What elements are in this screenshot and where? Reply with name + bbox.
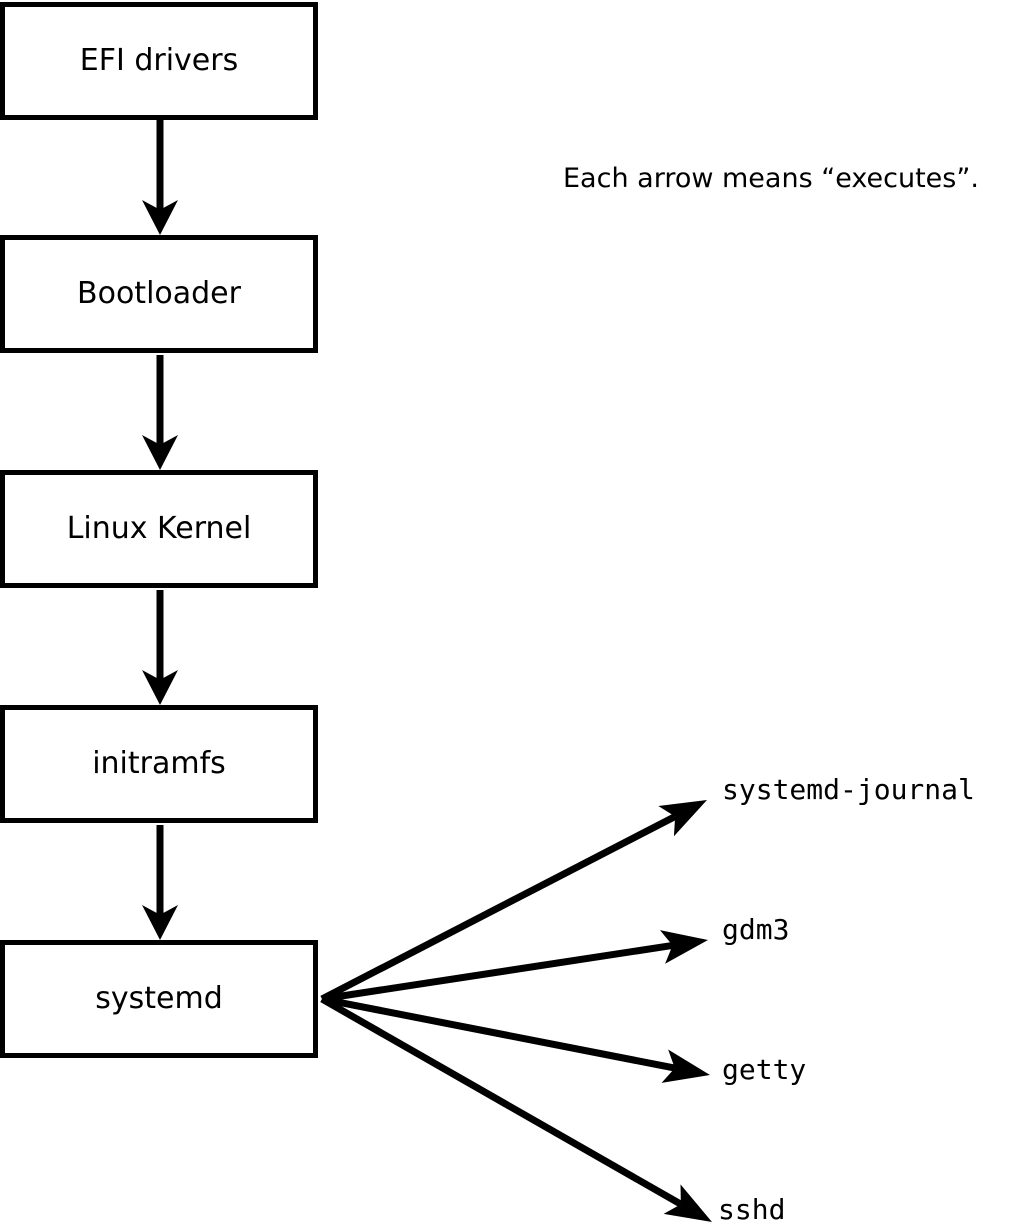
fan-arrow-head-getty — [661, 1049, 710, 1083]
stage-label-efi-drivers: EFI drivers — [79, 43, 239, 78]
chain-arrow-head-3 — [142, 905, 178, 940]
fan-arrow-head-systemd-journal — [658, 800, 707, 837]
service-label-getty: getty — [722, 1053, 807, 1086]
stage-box-linux-kernel: Linux Kernel — [0, 470, 318, 588]
fan-arrow-head-gdm3 — [659, 930, 708, 964]
fan-arrow-head-sshd — [663, 1184, 712, 1222]
stage-label-initramfs: initramfs — [92, 746, 226, 781]
stage-label-systemd: systemd — [95, 981, 223, 1016]
stage-box-bootloader: Bootloader — [0, 235, 318, 353]
legend-note: Each arrow means “executes”. — [563, 163, 979, 194]
fan-arrow-line-systemd-journal — [320, 813, 677, 1003]
fan-arrow-line-sshd — [320, 995, 683, 1208]
chain-arrow-head-2 — [142, 670, 178, 705]
fan-arrow-group — [320, 800, 712, 1222]
stage-label-bootloader: Bootloader — [77, 276, 241, 311]
fan-arrow-line-gdm3 — [321, 941, 674, 1003]
stage-box-systemd: systemd — [0, 940, 318, 1058]
fan-arrow-line-getty — [321, 995, 676, 1072]
stage-label-linux-kernel: Linux Kernel — [66, 511, 252, 546]
service-label-systemd-journal: systemd-journal — [722, 773, 975, 806]
stage-box-initramfs: initramfs — [0, 705, 318, 823]
stage-box-efi-drivers: EFI drivers — [0, 2, 318, 120]
service-label-sshd: sshd — [718, 1193, 786, 1226]
chain-arrow-head-0 — [142, 200, 178, 235]
service-label-gdm3: gdm3 — [722, 913, 790, 946]
chain-arrow-head-1 — [142, 435, 178, 470]
